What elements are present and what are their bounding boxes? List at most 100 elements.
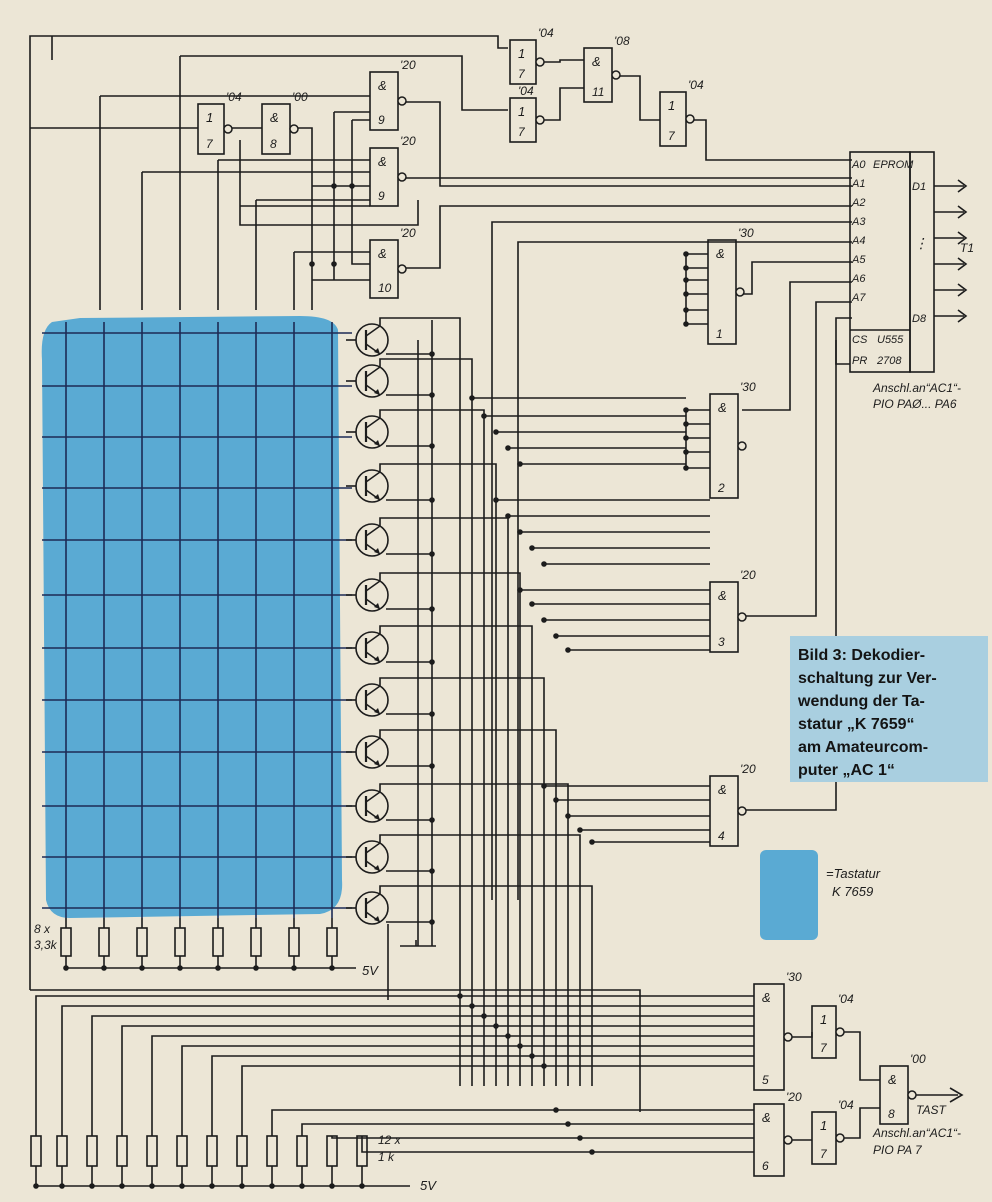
wire: [241, 1065, 754, 1136]
junction-dot: [101, 965, 107, 971]
wire: [379, 885, 593, 1086]
resistor: [250, 927, 262, 957]
junction-dot: [541, 1063, 547, 1069]
resistor: [86, 1135, 98, 1167]
junction-dot: [517, 461, 523, 467]
transistor-arrow: [374, 814, 380, 820]
transistor: [355, 789, 389, 823]
eprom-conn-1: Anschl.an“AC1“-: [872, 381, 961, 395]
transistor-body: [355, 323, 389, 357]
gate-g20f: &6'20: [753, 1090, 802, 1177]
eprom-addr-a3: A3: [851, 216, 866, 228]
transistor-collector: [365, 893, 381, 905]
junction-dot: [119, 1183, 125, 1189]
gate-pin-number: 9: [378, 113, 385, 127]
wire: [792, 1032, 813, 1038]
transistor: [355, 469, 389, 503]
junction-dot: [429, 817, 435, 823]
gate-symbol: &: [718, 588, 727, 603]
transistor-arrow: [374, 865, 380, 871]
resistor: [98, 927, 110, 957]
wire: [301, 1123, 754, 1136]
gate-type: '00: [910, 1052, 926, 1066]
transistor: [355, 364, 389, 398]
wire: [742, 281, 852, 411]
resistor: [326, 927, 338, 957]
resistor: [326, 1135, 338, 1167]
wire: [29, 35, 508, 990]
wire: [379, 463, 497, 1086]
transistor-arrow: [374, 494, 380, 500]
resistor: [356, 1135, 368, 1167]
junction-dot: [429, 919, 435, 925]
wire: [379, 517, 509, 1086]
junction-dot: [565, 1121, 571, 1127]
wire: [379, 729, 557, 1086]
gate-pin-number: 7: [820, 1041, 828, 1055]
junction-dot: [179, 1183, 185, 1189]
wire: [379, 625, 533, 1086]
wire: [151, 1035, 754, 1136]
eprom-addr-a1: A1: [851, 178, 865, 190]
junction-dot: [683, 435, 689, 441]
wire: [742, 301, 852, 617]
wire: [742, 317, 852, 811]
gate-g20b: &9'20: [369, 134, 416, 207]
junction-dot: [517, 587, 523, 593]
junction-dot: [589, 1149, 595, 1155]
transistor: [355, 323, 389, 357]
eprom-d8: D8: [912, 313, 927, 325]
wire: [544, 87, 584, 121]
gate-type: '20: [400, 58, 416, 72]
junction-dot: [529, 545, 535, 551]
wire: [379, 834, 581, 1086]
wire: [379, 358, 473, 1086]
junction-dot: [429, 497, 435, 503]
junction-dot: [683, 291, 689, 297]
data-out-arrow: [957, 283, 968, 297]
gate-g20e: &4'20: [709, 762, 756, 847]
gate-g04d: 17'04: [197, 90, 242, 155]
legend-name: K 7659: [832, 884, 874, 899]
junction-dot: [683, 265, 689, 271]
transistor-body: [355, 415, 389, 449]
gate-g30c: &5'30: [753, 970, 802, 1091]
junction-dot: [541, 617, 547, 623]
r8-supply: 5V: [362, 963, 379, 978]
transistor-arrow: [374, 548, 380, 554]
resistor: [288, 927, 300, 957]
gate-g04b: 17'04: [509, 84, 545, 143]
gate-output-bubble: [535, 115, 545, 125]
resistor: [296, 1135, 308, 1167]
gate-g00b: &8'00: [879, 1052, 926, 1125]
gate-symbol: &: [378, 154, 387, 169]
junction-dot: [331, 261, 337, 267]
gate-g04c: 17'04: [659, 78, 704, 147]
transistor-body: [355, 735, 389, 769]
gate-symbol: &: [762, 1110, 771, 1125]
resistor: [146, 1135, 158, 1167]
wire: [181, 1045, 754, 1136]
transistor-collector: [365, 580, 381, 592]
junction-dot: [517, 529, 523, 535]
junction-dot: [683, 449, 689, 455]
resistor: [30, 1135, 42, 1167]
data-out-arrow: [957, 257, 968, 271]
gate-pin-number: 11: [592, 85, 604, 99]
data-out-arrow: [957, 309, 968, 323]
junction-dot: [429, 392, 435, 398]
transistor-arrow: [374, 603, 380, 609]
caption-line: statur „K 7659“: [798, 716, 915, 733]
eprom-addr-a7: A7: [851, 292, 866, 304]
transistor-arrow: [374, 440, 380, 446]
junction-dot: [89, 1183, 95, 1189]
resistor: [116, 1135, 128, 1167]
junction-dot: [493, 497, 499, 503]
transistor: [355, 415, 389, 449]
gate-type: '30: [738, 226, 754, 240]
figure-caption: Bild 3: Dekodier- schaltung zur Ver- wen…: [790, 636, 988, 782]
transistor-body: [355, 683, 389, 717]
junction-dot: [429, 763, 435, 769]
wire: [180, 55, 508, 111]
output-conn-2: PIO PA 7: [873, 1143, 923, 1157]
